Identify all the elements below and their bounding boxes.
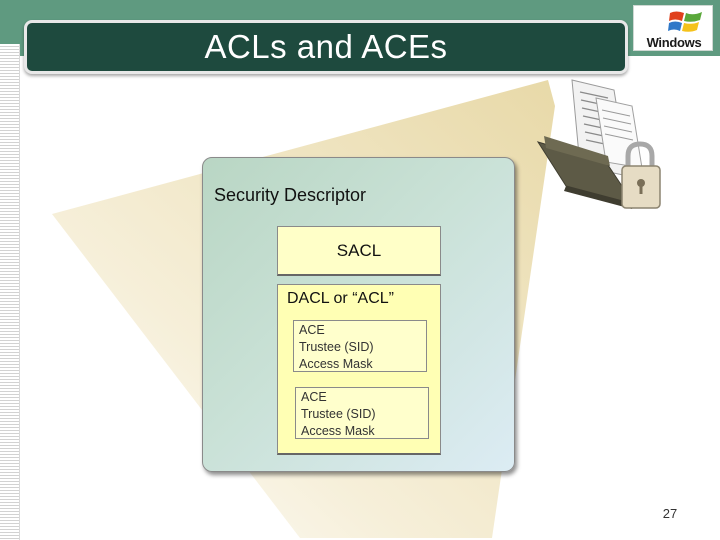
security-descriptor-label: Security Descriptor: [214, 185, 367, 205]
ace-trustee: Trustee (SID): [301, 407, 376, 421]
slide-title: ACLs and ACEs: [204, 28, 448, 65]
windows-logo: Windows: [633, 5, 713, 51]
windows-flag-icon: [668, 11, 702, 32]
locked-folder-icon: [536, 79, 661, 209]
dacl-label: DACL or “ACL”: [287, 290, 394, 307]
sacl-box: SACL: [277, 226, 441, 276]
ace-entry: ACE Trustee (SID) Access Mask: [293, 320, 427, 372]
ace-entry: ACE Trustee (SID) Access Mask: [295, 387, 429, 439]
left-decorative-rail: [0, 44, 20, 540]
title-box: ACLs and ACEs: [24, 20, 628, 74]
sacl-label: SACL: [336, 240, 382, 260]
ace-title: ACE: [299, 323, 325, 337]
page-number: 27: [662, 506, 678, 521]
ace-title: ACE: [301, 390, 327, 404]
windows-logo-text: Windows: [646, 35, 702, 50]
ace-access-mask: Access Mask: [299, 357, 373, 371]
ace-trustee: Trustee (SID): [299, 340, 374, 354]
ace-access-mask: Access Mask: [301, 424, 375, 438]
